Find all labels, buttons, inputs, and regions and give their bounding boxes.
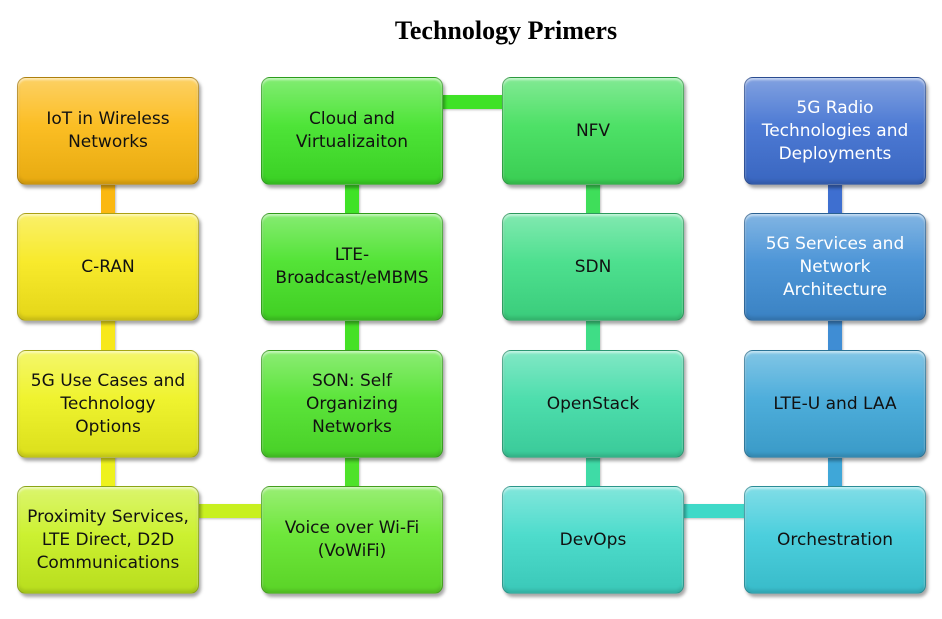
connector-devops-orchestration (682, 504, 746, 518)
connector-lte-u-orchestration (828, 456, 842, 488)
topic-box-sdn[interactable]: SDN (502, 213, 684, 321)
topic-box-5g-services[interactable]: 5G Services and Network Architecture (744, 213, 926, 321)
topic-box-devops[interactable]: DevOps (502, 486, 684, 594)
topic-box-iot[interactable]: IoT in Wireless Networks (17, 77, 199, 185)
topic-box-lte-broadcast[interactable]: LTE-Broadcast/eMBMS (261, 213, 443, 321)
topic-box-5g-use-cases[interactable]: 5G Use Cases and Technology Options (17, 350, 199, 458)
topic-box-lte-u[interactable]: LTE-U and LAA (744, 350, 926, 458)
topic-box-nfv[interactable]: NFV (502, 77, 684, 185)
connector-5g-use-cases-proximity (101, 456, 115, 488)
connector-proximity-vowifi (197, 504, 263, 518)
connector-cran-5g-use-cases (101, 319, 115, 352)
topic-box-orchestration[interactable]: Orchestration (744, 486, 926, 594)
diagram-title: Technology Primers (394, 16, 618, 45)
topic-box-cran[interactable]: C-RAN (17, 213, 199, 321)
connector-sdn-openstack (586, 319, 600, 352)
topic-box-son[interactable]: SON: Self Organizing Networks (261, 350, 443, 458)
topic-box-vowifi[interactable]: Voice over Wi-Fi (VoWiFi) (261, 486, 443, 594)
connector-iot-cran (101, 183, 115, 215)
connector-5g-services-lte-u (828, 319, 842, 352)
connector-son-vowifi (345, 456, 359, 488)
connector-cloud-lte-broadcast (345, 183, 359, 215)
connector-nfv-sdn (586, 183, 600, 215)
topic-box-5g-radio[interactable]: 5G Radio Technologies and Deployments (744, 77, 926, 185)
connector-openstack-devops (586, 456, 600, 488)
topic-box-openstack[interactable]: OpenStack (502, 350, 684, 458)
topic-box-proximity[interactable]: Proximity Services, LTE Direct, D2D Comm… (17, 486, 199, 594)
connector-lte-broadcast-son (345, 319, 359, 352)
topic-box-cloud[interactable]: Cloud and Virtualizaiton (261, 77, 443, 185)
connector-5g-radio-5g-services (828, 183, 842, 215)
connector-cloud-nfv (441, 95, 504, 109)
